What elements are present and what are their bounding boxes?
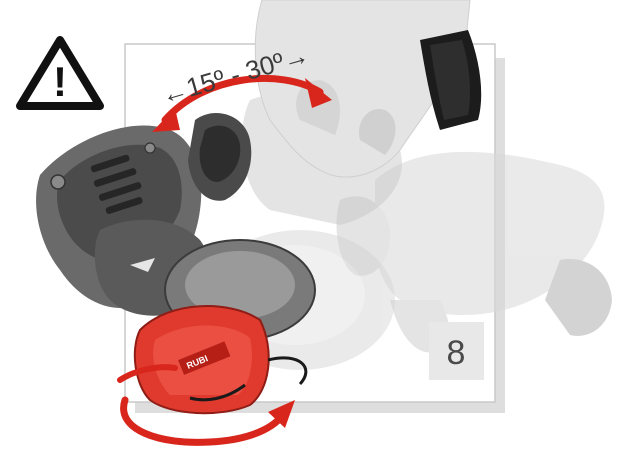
warning-icon: ! [53, 58, 67, 105]
step-number: 8 [447, 334, 466, 372]
warning-sign: ! [20, 40, 100, 106]
step-number-box: 8 [429, 322, 484, 380]
